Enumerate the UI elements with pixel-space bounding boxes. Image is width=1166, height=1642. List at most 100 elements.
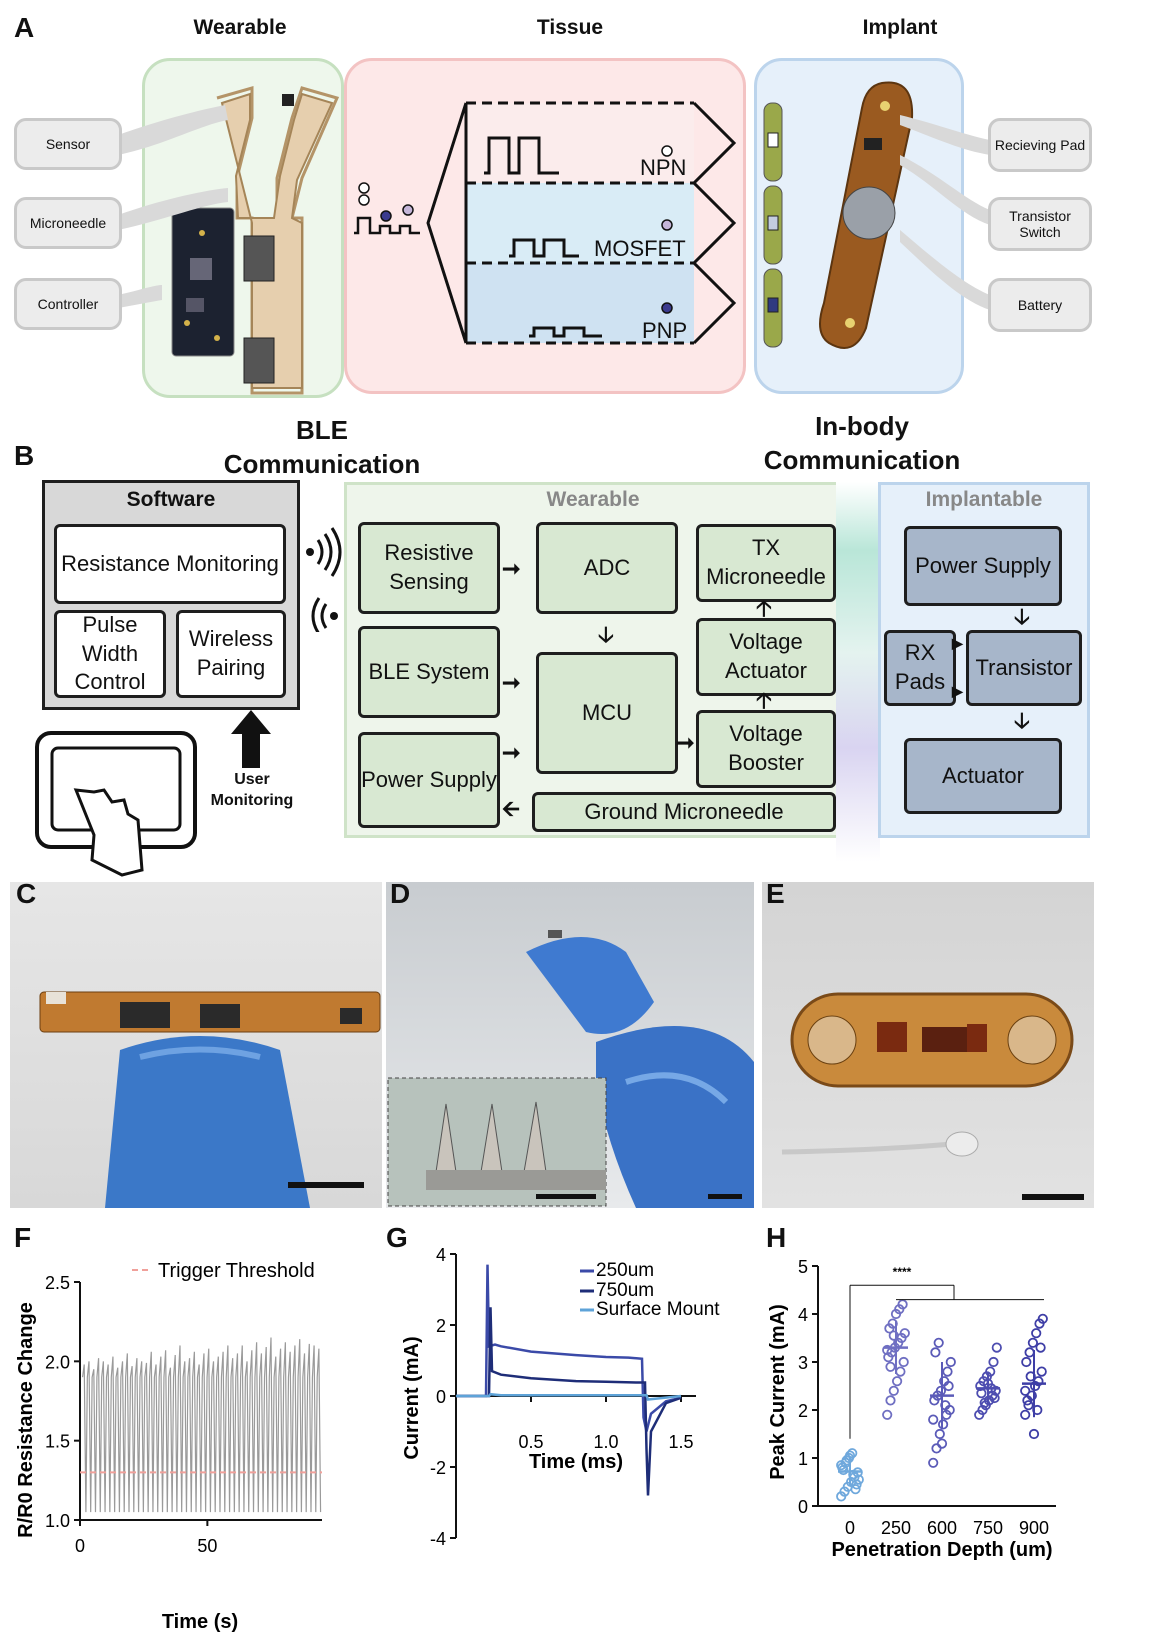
h-point — [1031, 1328, 1042, 1339]
h-point — [1036, 1366, 1047, 1377]
h-point — [838, 1464, 849, 1476]
callout-connectors-right — [900, 115, 990, 310]
tx-microneedle-block: TX Microneedle — [696, 524, 836, 602]
col-title-implant: Implant — [862, 16, 938, 39]
f-legend-threshold: Trigger Threshold — [158, 1260, 315, 1282]
panel-label-c: C — [16, 878, 37, 909]
h-xtick-label: 900 — [1019, 1518, 1049, 1538]
h-point — [943, 1380, 954, 1392]
tablet-touch-icon — [35, 731, 197, 877]
arrow-down-icon: 🡣 — [1014, 604, 1030, 629]
signal-label-pnp: PNP — [642, 318, 688, 343]
col-title-wearable: Wearable — [193, 16, 287, 39]
h-xtick-label: 0 — [845, 1518, 855, 1538]
h-point — [885, 1361, 896, 1372]
h-xtick-label: 600 — [927, 1518, 957, 1538]
h-ytick-label: 2 — [798, 1401, 808, 1421]
panel-label-g: G — [386, 1222, 408, 1253]
f-xtick-label: 0 — [75, 1536, 85, 1556]
g-series-line — [456, 1264, 682, 1432]
h-point — [928, 1457, 939, 1468]
implant-power-supply-block: Power Supply — [904, 526, 1062, 606]
ground-microneedle-block: Ground Microneedle — [532, 792, 836, 832]
h-point — [989, 1392, 1000, 1404]
in-body-gradient — [836, 482, 880, 862]
h-point — [898, 1356, 909, 1368]
h-point — [899, 1328, 910, 1339]
h-xtick-label: 750 — [973, 1518, 1003, 1538]
photo-c-controller-on-finger — [10, 882, 382, 1208]
h-point — [1020, 1385, 1031, 1396]
f-ylabel: R/R0 Resistance Change — [15, 1302, 37, 1538]
panel-label-e: E — [766, 878, 785, 909]
callout-sensor: Sensor — [14, 118, 122, 170]
h-ytick-label: 3 — [798, 1353, 808, 1373]
h-xtick-label: 250 — [881, 1518, 911, 1538]
panel-label-a: A — [14, 12, 35, 43]
h-ytick-label: 5 — [798, 1257, 808, 1277]
h-point — [1022, 1395, 1033, 1406]
callout-connectors-left — [118, 105, 228, 308]
wearable-device-illustration — [171, 86, 340, 395]
signal-label-mosfet: MOSFET — [594, 236, 686, 261]
rx-pads-block: RX Pads — [884, 630, 956, 706]
panel-label-b: B — [14, 440, 35, 471]
h-point — [931, 1443, 942, 1454]
wearable-title: Wearable — [546, 488, 640, 511]
h-xlabel: Penetration Depth (um) — [831, 1539, 1052, 1561]
adc-block: ADC — [536, 522, 678, 614]
g-legend-surface: Surface Mount — [596, 1299, 720, 1320]
arrow-right-icon: ➞ — [502, 670, 521, 695]
h-point — [945, 1356, 956, 1368]
arrow-up-icon: 🡡 — [756, 596, 772, 621]
arrow-down-icon: 🡣 — [598, 622, 614, 647]
h-point — [836, 1460, 847, 1471]
h-point — [847, 1448, 858, 1459]
h-point — [888, 1385, 899, 1396]
h-point — [1021, 1356, 1032, 1368]
callout-receiving-pad: Recieving Pad — [988, 118, 1092, 172]
h-ytick-label: 1 — [798, 1449, 808, 1469]
g-ytick-label: 4 — [436, 1245, 446, 1265]
g-ytick-label: 0 — [436, 1387, 446, 1407]
h-point — [988, 1356, 999, 1368]
f-ytick-label: 1.5 — [45, 1432, 70, 1452]
h-point — [942, 1366, 953, 1377]
wireless-signal-icon — [306, 527, 342, 632]
h-point — [936, 1438, 948, 1449]
h-point — [888, 1330, 899, 1341]
ble-communication-title: BLE Communication — [223, 415, 421, 479]
h-point — [850, 1484, 861, 1495]
panel-label-f: F — [14, 1222, 32, 1253]
g-xtick-label: 1.0 — [593, 1432, 618, 1452]
h-point — [1024, 1347, 1035, 1358]
h-point — [1023, 1400, 1034, 1411]
f-ytick-label: 2.5 — [45, 1273, 70, 1293]
inbody-communication-title: In-body Communication — [763, 411, 961, 475]
implantable-title: Implantable — [925, 488, 1043, 511]
f-ytick-label: 2.0 — [45, 1352, 70, 1372]
g-xtick-label: 1.5 — [668, 1432, 693, 1452]
h-point — [897, 1299, 908, 1310]
resistance-monitoring-block: Resistance Monitoring — [54, 524, 286, 604]
h-point — [851, 1479, 862, 1490]
g-xlabel: Time (ms) — [529, 1451, 623, 1473]
wireless-pairing-block: Wireless Pairing — [176, 610, 286, 698]
h-point — [1020, 1409, 1031, 1420]
user-monitoring-label: User Monitoring — [210, 771, 294, 809]
h-ylabel: Peak Current (mA) — [767, 1304, 789, 1480]
g-legend-250: 250um — [596, 1260, 654, 1281]
tissue-signal-diagram — [354, 101, 737, 345]
h-point — [895, 1366, 906, 1377]
h-ytick-label: 4 — [798, 1305, 808, 1325]
power-supply-block-wearable: Power Supply — [358, 732, 500, 828]
h-point — [1037, 1313, 1048, 1324]
photo-d-microneedle-on-glove — [386, 882, 754, 1208]
arrow-left-icon: 🡨 — [502, 796, 520, 821]
h-point — [882, 1409, 893, 1420]
arrow-right-icon: ▶ — [952, 683, 963, 699]
g-xtick-label: 0.5 — [518, 1432, 543, 1452]
h-point — [934, 1428, 945, 1440]
